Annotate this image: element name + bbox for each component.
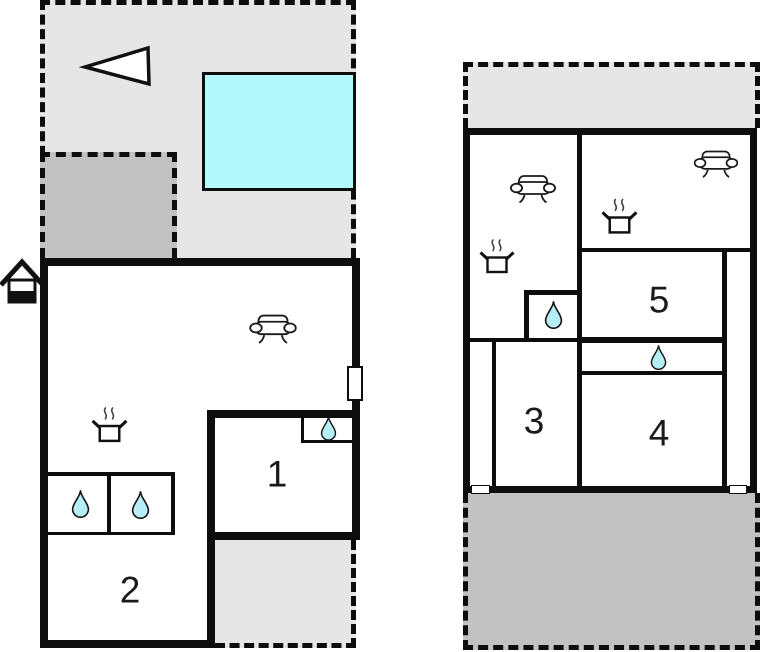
plot-area (463, 62, 760, 128)
wall (40, 258, 360, 266)
entrance-icon (0, 258, 45, 304)
door-opening (471, 485, 490, 494)
wall (463, 486, 757, 493)
patio-area (463, 493, 760, 650)
wall (40, 258, 48, 648)
wall (207, 410, 215, 540)
door-opening (729, 485, 747, 494)
wall (750, 128, 757, 493)
north-arrow-icon (78, 45, 151, 87)
building-interior (463, 128, 757, 493)
window-marker (347, 366, 363, 401)
wall (207, 532, 215, 648)
wall (463, 128, 757, 135)
water-drop-icon (544, 299, 563, 330)
sofa-icon (693, 150, 739, 179)
wall (577, 337, 727, 343)
stove-pot-icon (601, 197, 638, 237)
wall (171, 472, 175, 535)
room-2-label: 2 (119, 569, 141, 611)
room-3-label: 3 (523, 400, 545, 442)
wall (577, 128, 582, 486)
building-interior-extension (40, 532, 215, 648)
wall (492, 342, 496, 486)
wall (722, 252, 727, 486)
pool (202, 72, 356, 191)
room-4-label: 4 (648, 412, 670, 454)
wall (524, 290, 577, 295)
patio-area (40, 152, 177, 258)
stove-pot-icon (479, 238, 515, 276)
water-drop-icon (650, 343, 667, 371)
wall (577, 248, 750, 252)
wall (207, 410, 360, 418)
wall (470, 338, 577, 342)
terrace-area (215, 540, 356, 648)
room-1-label: 1 (266, 453, 288, 495)
wall (301, 440, 352, 443)
sofa-icon (510, 174, 556, 205)
wall (577, 371, 727, 375)
room-5-label: 5 (648, 279, 670, 321)
wall (107, 472, 111, 535)
wall (301, 418, 304, 443)
wall (40, 640, 215, 648)
wall (207, 532, 360, 540)
wall (524, 290, 529, 342)
wall (463, 128, 470, 493)
building-interior-main (40, 258, 360, 540)
